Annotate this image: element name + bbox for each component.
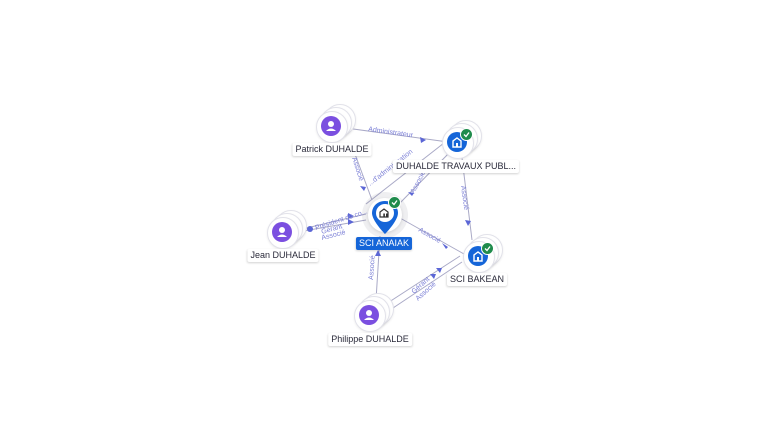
arrow-head — [360, 186, 366, 191]
arrow-head — [348, 213, 354, 219]
edge-start-dot — [307, 226, 313, 232]
edge-label: Associé — [368, 255, 377, 280]
edge-label: Administrateur — [368, 126, 414, 139]
person-icon — [321, 116, 341, 136]
node-sci-bakean[interactable] — [461, 234, 505, 274]
node-patrick-duhalde[interactable] — [314, 104, 358, 144]
arrow-head — [430, 274, 436, 279]
edge-patrick-duhalde-tp — [345, 127, 449, 143]
arrow-head — [442, 243, 448, 249]
node-jean-duhalde[interactable] — [265, 210, 309, 250]
node-philippe-duhalde[interactable] — [352, 293, 396, 333]
edge-label: Associé — [459, 185, 469, 210]
edge-label: Associé — [417, 227, 442, 245]
node-label: Patrick DUHALDE — [292, 143, 372, 156]
edge-philippe-bakean-2 — [385, 255, 461, 305]
node-label-main: SCI ANAIAK — [355, 237, 413, 250]
node-label: SCI BAKEAN — [446, 273, 508, 286]
edge-label: Associé — [410, 170, 428, 195]
arrow-head — [348, 219, 354, 225]
location-pin-icon — [372, 201, 398, 234]
arrow-head — [408, 192, 414, 196]
node-label: Jean DUHALDE — [247, 249, 319, 262]
edge-center-duhalde-tp — [397, 149, 453, 206]
node-duhalde-travaux[interactable] — [440, 120, 484, 160]
verified-check-icon — [481, 242, 494, 255]
edge-center-bakean — [399, 217, 465, 255]
person-icon — [272, 222, 292, 242]
node-sci-anaiak[interactable] — [364, 194, 408, 238]
edge-label: Associé — [350, 156, 364, 182]
arrow-head — [420, 137, 426, 143]
node-label: DUHALDE TRAVAUX PUBL... — [392, 160, 520, 173]
edge-center-duhalde-tp-2 — [365, 142, 445, 205]
verified-check-icon — [460, 128, 473, 141]
arrow-head — [465, 220, 471, 226]
arrow-head — [375, 250, 381, 256]
node-label: Philippe DUHALDE — [328, 333, 412, 346]
arrow-head — [436, 268, 442, 273]
edge-philippe-bakean — [389, 261, 463, 311]
person-icon — [359, 305, 379, 325]
verified-check-icon — [388, 196, 401, 209]
